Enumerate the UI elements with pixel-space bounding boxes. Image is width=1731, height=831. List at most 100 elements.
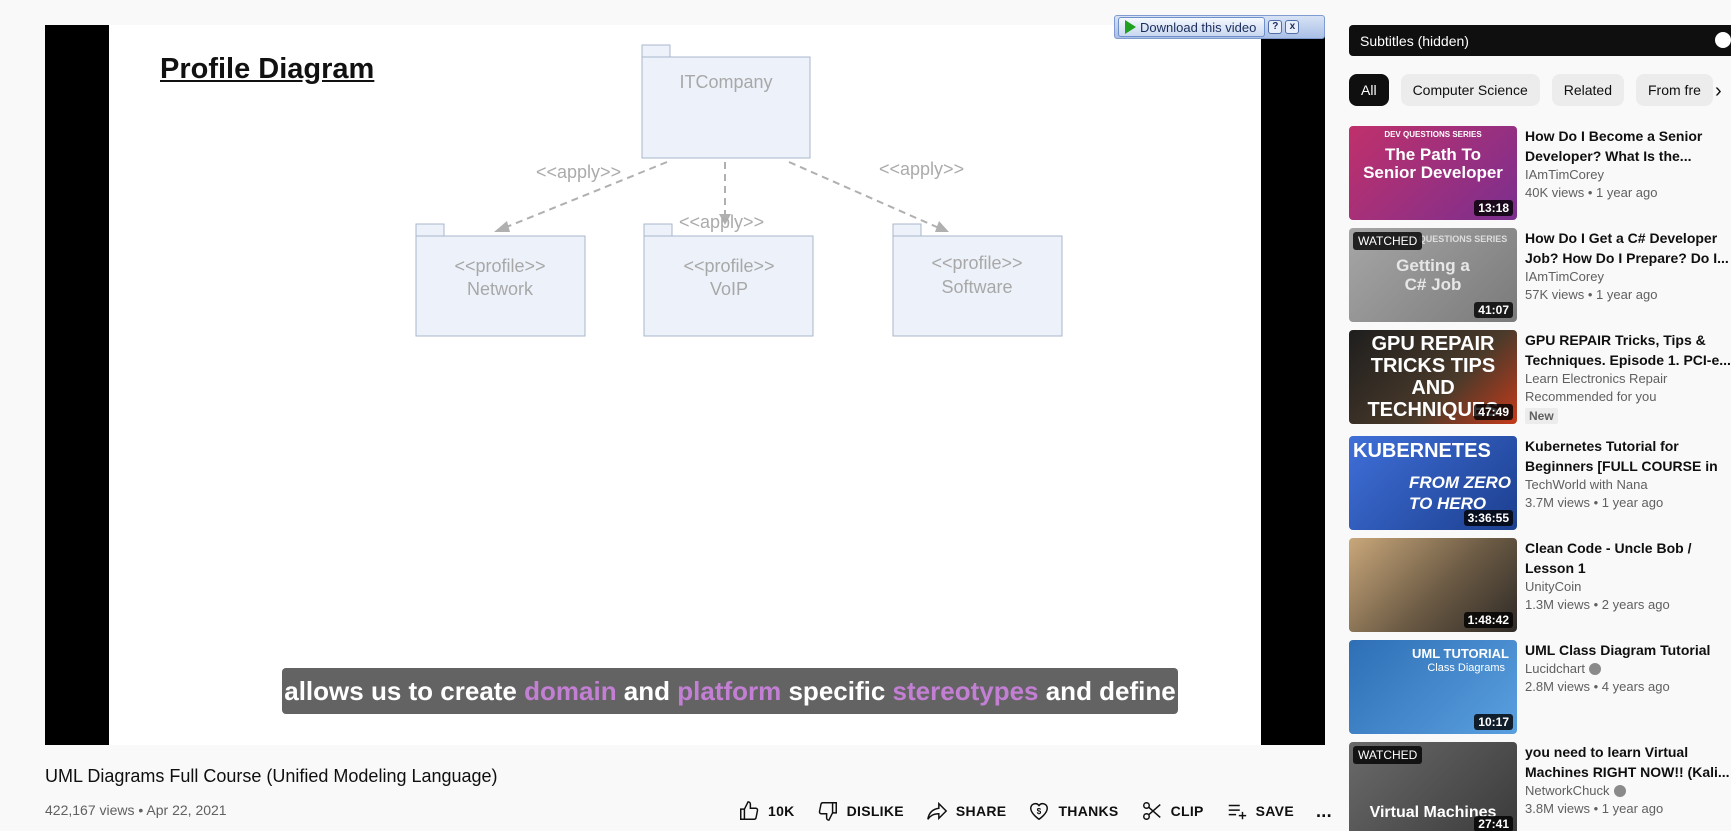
download-video-button[interactable]: Download this video	[1118, 17, 1266, 37]
scissors-icon	[1142, 802, 1161, 820]
chevron-right-icon[interactable]: ›	[1715, 80, 1722, 102]
video-meta: 422,167 views • Apr 22, 2021	[45, 802, 227, 818]
chip-from[interactable]: From fre	[1636, 74, 1713, 106]
video-title[interactable]: Clean Code - Uncle Bob / Lesson 1	[1525, 540, 1692, 576]
help-icon[interactable]: ?	[1268, 20, 1283, 34]
profile-diagram: ITCompany <<apply>> <<apply>> <<apply>>	[415, 44, 1063, 337]
package-itcompany: ITCompany	[641, 44, 811, 159]
thanks-button[interactable]: $ THANKS	[1028, 800, 1118, 822]
package-root-label: ITCompany	[679, 72, 772, 92]
channel-name[interactable]: TechWorld with Nana	[1525, 477, 1648, 492]
playlist-add-icon	[1228, 804, 1246, 820]
subtitles-toggle[interactable]: Subtitles (hidden)	[1349, 25, 1731, 56]
arrow-heads	[494, 214, 949, 232]
verified-icon	[1588, 662, 1601, 675]
subtitle-caption: allows us to create domain and platform …	[282, 668, 1178, 714]
svg-text:Software: Software	[941, 277, 1012, 297]
duration-badge: 3:36:55	[1463, 510, 1513, 526]
video-thumbnail[interactable]: Virtual Machines WATCHED 27:41	[1349, 742, 1517, 831]
apply-arrows	[503, 161, 940, 229]
duration-badge: 27:41	[1474, 816, 1513, 831]
video-title[interactable]: Kubernetes Tutorial for Beginners [FULL …	[1525, 438, 1718, 474]
new-badge: New	[1525, 408, 1558, 424]
apply-label-1: <<apply>>	[536, 162, 621, 182]
list-item[interactable]: 1:48:42 Clean Code - Uncle Bob / Lesson …	[1349, 538, 1731, 632]
video-title[interactable]: UML Class Diagram Tutorial	[1525, 642, 1711, 658]
svg-text:<<profile>>: <<profile>>	[683, 256, 774, 276]
share-icon	[927, 801, 948, 821]
slide: Profile Diagram ITCompany	[109, 25, 1261, 745]
package-software: <<profile>> Software	[892, 223, 1063, 337]
video-thumbnail[interactable]: UML TUTORIAL Class Diagrams 10:17	[1349, 640, 1517, 734]
video-title: UML Diagrams Full Course (Unified Modeli…	[45, 766, 498, 786]
watched-badge: WATCHED	[1353, 746, 1423, 764]
channel-name[interactable]: IAmTimCorey	[1525, 167, 1604, 182]
chip-related[interactable]: Related	[1551, 74, 1624, 106]
svg-text:<<profile>>: <<profile>>	[931, 253, 1022, 273]
video-thumbnail[interactable]: GPU REPAIR TRICKS TIPS AND TECHNIQUES 47…	[1349, 330, 1517, 424]
close-icon[interactable]: x	[1285, 20, 1300, 34]
package-voip: <<profile>> VoIP	[643, 223, 814, 337]
thanks-heart-icon: $	[1030, 802, 1049, 821]
share-button[interactable]: SHARE	[926, 800, 1007, 822]
check-icon	[1715, 32, 1731, 48]
channel-name[interactable]: UnityCoin	[1525, 579, 1582, 594]
duration-badge: 47:49	[1474, 404, 1513, 420]
slide-title: Profile Diagram	[160, 53, 375, 85]
video-thumbnail[interactable]: DEV QUESTIONS SERIES The Path To Senior …	[1349, 126, 1517, 220]
channel-name[interactable]: IAmTimCorey	[1525, 269, 1604, 284]
list-item[interactable]: Virtual Machines WATCHED 27:41 you need …	[1349, 742, 1731, 831]
video-title[interactable]: you need to learn Virtual Machines RIGHT…	[1525, 744, 1730, 780]
thumbs-up-icon	[740, 801, 759, 820]
channel-name[interactable]: NetworkChuck	[1525, 782, 1731, 800]
clip-button[interactable]: CLIP	[1141, 800, 1204, 822]
video-thumbnail[interactable]: QUESTIONS SERIES Getting a C# Job WATCHE…	[1349, 228, 1517, 322]
channel-name[interactable]: Lucidchart	[1525, 660, 1731, 678]
chip-all[interactable]: All	[1349, 74, 1389, 106]
package-network: <<profile>> Network	[415, 223, 586, 337]
view-count: 57K views • 1 year ago	[1525, 287, 1658, 302]
duration-badge: 1:48:42	[1463, 612, 1513, 628]
thumbs-down-icon	[818, 802, 837, 821]
video-thumbnail[interactable]: KUBERNETES FROM ZERO TO HERO 3:36:55	[1349, 436, 1517, 530]
save-button[interactable]: SAVE	[1226, 800, 1294, 822]
view-count: 3.8M views • 1 year ago	[1525, 801, 1664, 816]
action-bar: 10K DISLIKE SHARE $ THANKS CLIP SAVE ...	[738, 800, 1354, 822]
list-item[interactable]: KUBERNETES FROM ZERO TO HERO 3:36:55 Kub…	[1349, 436, 1731, 530]
svg-text:Network: Network	[467, 279, 534, 299]
video-title[interactable]: GPU REPAIR Tricks, Tips & Techniques. Ep…	[1525, 332, 1731, 368]
filter-chips: All Computer Science Related From fre	[1349, 74, 1731, 106]
list-item[interactable]: QUESTIONS SERIES Getting a C# Job WATCHE…	[1349, 228, 1731, 322]
more-actions-button[interactable]: ...	[1316, 801, 1332, 822]
duration-badge: 41:07	[1474, 302, 1513, 318]
video-title[interactable]: How Do I Get a C# Developer Job? How Do …	[1525, 230, 1729, 266]
video-player[interactable]: Profile Diagram ITCompany	[45, 25, 1325, 745]
view-count: 40K views • 1 year ago	[1525, 185, 1658, 200]
video-thumbnail[interactable]: 1:48:42	[1349, 538, 1517, 632]
apply-label-3: <<apply>>	[879, 159, 964, 179]
view-count: 3.7M views • 1 year ago	[1525, 495, 1664, 510]
list-item[interactable]: GPU REPAIR TRICKS TIPS AND TECHNIQUES 47…	[1349, 330, 1731, 424]
recommendation-reason: Recommended for you	[1525, 389, 1657, 404]
view-count: 1.3M views • 2 years ago	[1525, 597, 1670, 612]
duration-badge: 13:18	[1474, 200, 1513, 216]
download-extension-bar: Download this video ? x	[1114, 15, 1325, 39]
list-item[interactable]: DEV QUESTIONS SERIES The Path To Senior …	[1349, 126, 1731, 220]
play-icon	[1125, 20, 1136, 34]
dislike-button[interactable]: DISLIKE	[817, 800, 904, 822]
svg-text:$: $	[1037, 807, 1042, 816]
svg-text:<<profile>>: <<profile>>	[454, 256, 545, 276]
verified-icon	[1613, 784, 1626, 797]
duration-badge: 10:17	[1474, 714, 1513, 730]
chip-computer-science[interactable]: Computer Science	[1400, 74, 1540, 106]
view-count: 2.8M views • 4 years ago	[1525, 679, 1670, 694]
video-title[interactable]: How Do I Become a Senior Developer? What…	[1525, 128, 1703, 164]
watched-badge: WATCHED	[1353, 232, 1423, 250]
svg-text:VoIP: VoIP	[710, 279, 748, 299]
more-icon: ...	[1315, 800, 1332, 821]
like-button[interactable]: 10K	[738, 800, 795, 822]
list-item[interactable]: UML TUTORIAL Class Diagrams 10:17 UML Cl…	[1349, 640, 1731, 734]
channel-name[interactable]: Learn Electronics Repair	[1525, 371, 1668, 386]
apply-label-2: <<apply>>	[679, 212, 764, 232]
